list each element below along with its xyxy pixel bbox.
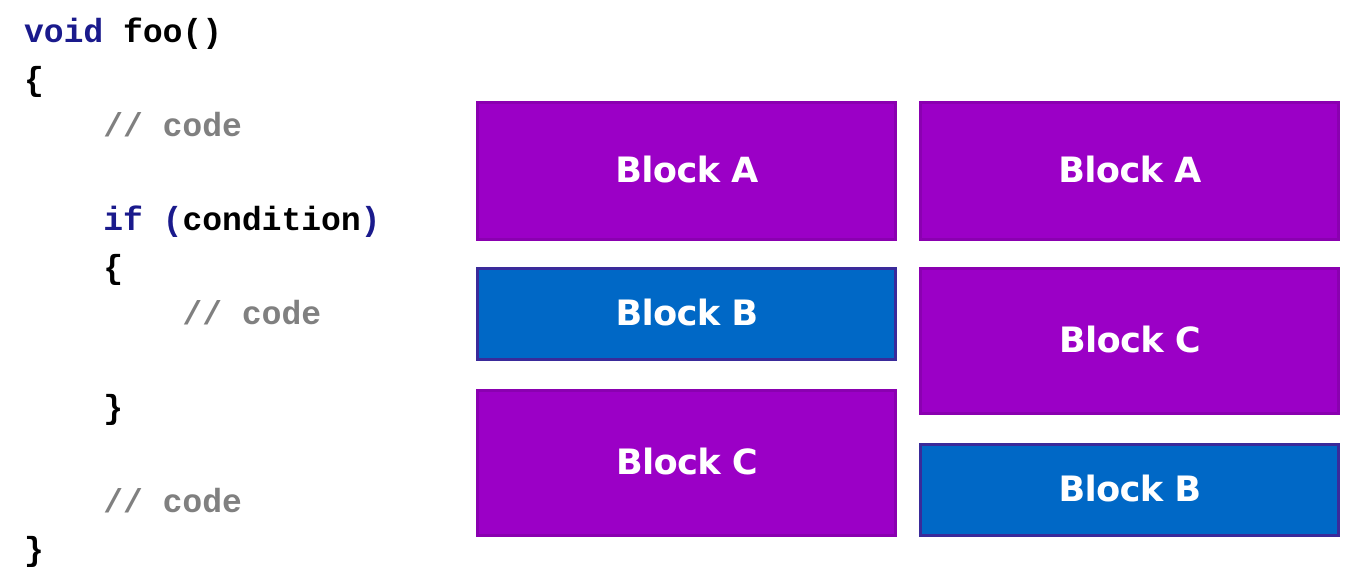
keyword-void: void [24, 15, 104, 52]
code-comment-3: // code [24, 485, 242, 522]
code-line-close-brace: } [24, 533, 44, 570]
code-comment-1: // code [24, 109, 242, 146]
right-block-b-label: Block B [1058, 470, 1201, 510]
left-block-c-label: Block C [615, 443, 758, 483]
code-comment-2: // code [24, 297, 322, 334]
left-block-c: Block C [476, 389, 897, 537]
code-listing: void foo() { // code if (condition) { //… [0, 0, 470, 579]
condition-text: condition [182, 203, 361, 240]
function-name: foo() [103, 15, 223, 52]
left-block-b-label: Block B [615, 294, 758, 334]
code-line-if-open-brace: { [24, 251, 124, 288]
right-block-a: Block A [919, 101, 1340, 241]
code-line-open-brace: { [24, 63, 44, 100]
left-block-a-label: Block A [615, 151, 758, 191]
close-paren: ) [360, 203, 381, 240]
right-block-a-label: Block A [1058, 151, 1201, 191]
code-line-if-close-brace: } [24, 391, 124, 428]
open-paren: ( [142, 203, 183, 240]
left-block-b: Block B [476, 267, 897, 361]
right-block-b: Block B [919, 443, 1340, 537]
right-block-c-label: Block C [1058, 321, 1201, 361]
left-block-a: Block A [476, 101, 897, 241]
code-line-if: if (condition) [24, 202, 380, 242]
keyword-if: if [24, 203, 143, 240]
right-block-c: Block C [919, 267, 1340, 415]
code-line-signature: void foo() [24, 14, 222, 54]
